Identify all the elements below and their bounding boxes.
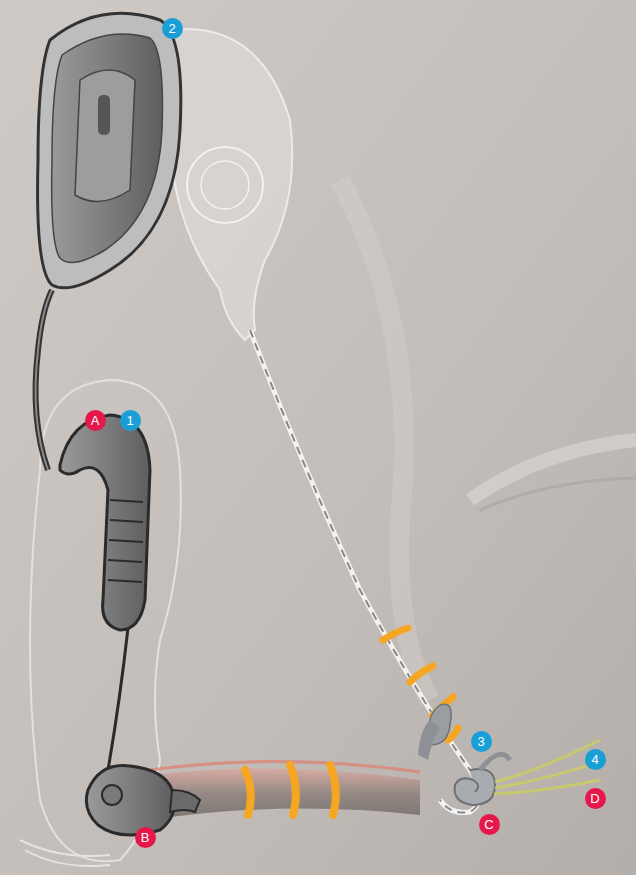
- grille-line: [110, 500, 143, 502]
- sound-wave: [245, 770, 251, 815]
- ossicles: [418, 720, 440, 760]
- processor-grille: [108, 500, 143, 582]
- implant-magnet: [201, 161, 249, 209]
- semicircular-canal: [480, 754, 510, 770]
- sound-wave: [330, 765, 336, 815]
- callout-letter: B: [135, 827, 156, 848]
- earpiece-tip: [170, 790, 200, 812]
- callout-number: 4: [585, 749, 606, 770]
- auditory-nerve: [494, 740, 605, 794]
- signal-band: [410, 666, 433, 682]
- sound-waves: [245, 765, 336, 815]
- coil-magnet: [75, 70, 135, 201]
- electrode-lead: [250, 330, 480, 813]
- face-contour: [470, 440, 636, 500]
- implant-magnet: [187, 147, 263, 223]
- face-contour: [480, 478, 636, 510]
- ear-canal: [150, 769, 420, 820]
- grille-line: [110, 520, 143, 522]
- ear-outline: [25, 850, 110, 866]
- grille-line: [109, 540, 143, 542]
- grille-line: [108, 560, 142, 562]
- coil-cable: [36, 290, 52, 470]
- ear-canal-edge: [150, 761, 420, 772]
- coil-cable: [36, 290, 52, 470]
- implant-body: [170, 29, 292, 340]
- sound-wave: [290, 765, 296, 815]
- signal-band: [383, 628, 408, 640]
- callout-letter: C: [479, 814, 500, 835]
- callout-letter: A: [85, 410, 106, 431]
- sound-processor: [60, 415, 150, 630]
- nerve-fiber: [494, 780, 600, 794]
- transmitter-coil: [52, 34, 163, 262]
- grille-line: [108, 580, 142, 582]
- cochlea: [455, 769, 495, 805]
- transmitter-coil: [38, 13, 181, 288]
- earpiece-port: [102, 785, 122, 805]
- callout-number: 2: [162, 18, 183, 39]
- callout-number: 1: [120, 410, 141, 431]
- earpiece: [86, 766, 174, 835]
- electrode-lead: [250, 330, 480, 813]
- callout-letter: D: [585, 788, 606, 809]
- callout-number: 3: [471, 731, 492, 752]
- face-contour: [340, 180, 430, 700]
- ear-outline: [30, 380, 181, 861]
- coil-button: [98, 95, 110, 135]
- receiver-wire: [108, 628, 128, 770]
